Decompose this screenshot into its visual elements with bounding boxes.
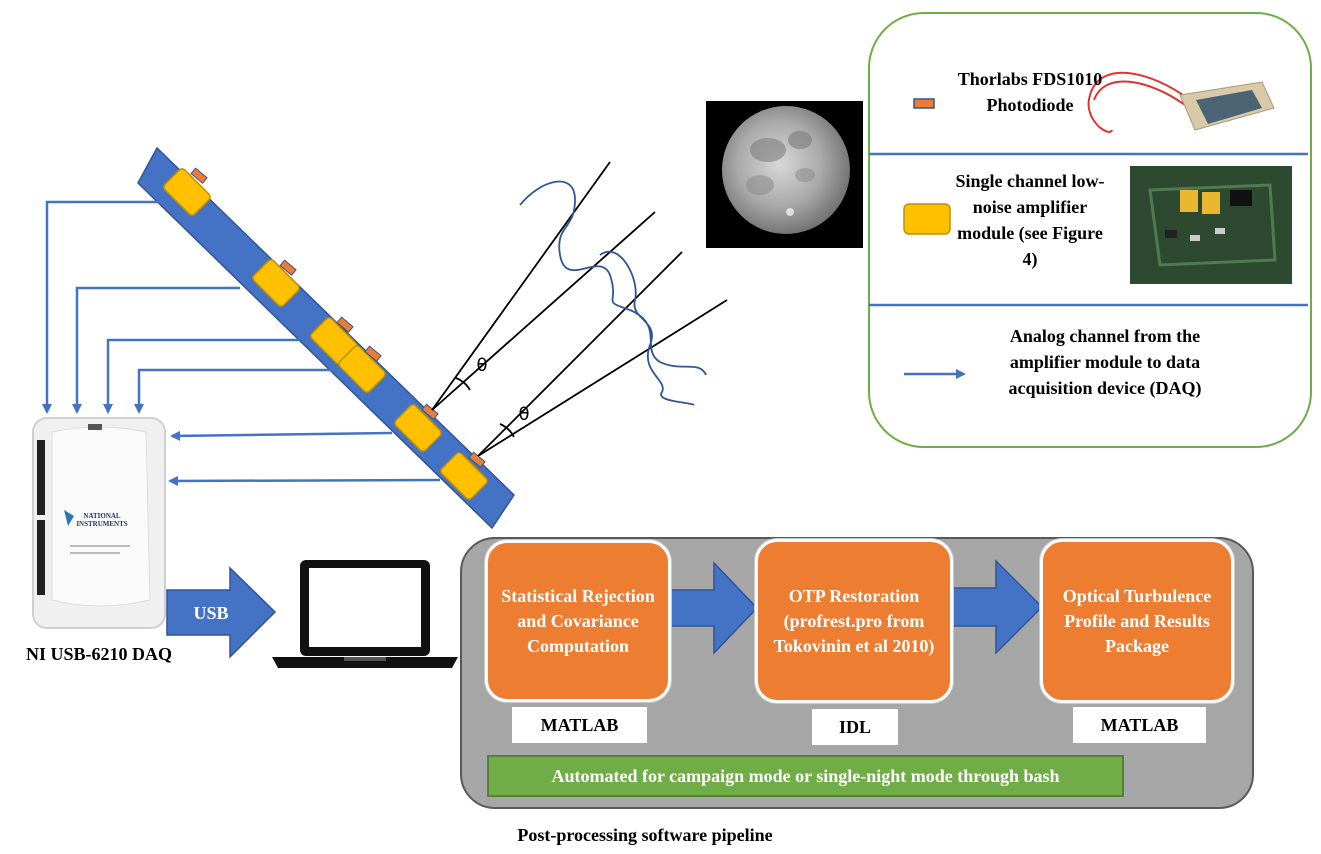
channel-line (72, 286, 240, 414)
theta-arc (499, 423, 515, 438)
amplifier-module (252, 259, 300, 307)
photodiode (364, 345, 382, 362)
amplifier-board-photo (1130, 166, 1292, 284)
tool-label-matlab-1: MATLAB (512, 707, 647, 743)
usb-arrow (166, 566, 277, 659)
amplifier-module (440, 452, 488, 500)
daq-device (32, 417, 166, 629)
channel-line (168, 475, 441, 486)
photodiode (190, 167, 208, 184)
ray (431, 211, 656, 411)
photodiodes (190, 167, 486, 468)
pipeline-arrow (667, 561, 759, 655)
turbulence-curve (519, 180, 707, 406)
photodiode (279, 259, 297, 276)
legend-photodiode-swatch (913, 98, 935, 109)
channel-line (103, 338, 300, 414)
analog-channels (42, 200, 441, 486)
amplifier-modules (163, 168, 488, 500)
legend-amplifier-swatch (903, 203, 951, 235)
legend-channel-label: Analog channel from the amplifier module… (1008, 326, 1202, 398)
daq-brand-text: NATIONAL INSTRUMENTS (76, 512, 128, 528)
ni-logo-icon (64, 510, 74, 526)
automation-banner: Automated for campaign mode or single-ni… (487, 755, 1124, 797)
ray (477, 299, 728, 457)
theta-arc (455, 377, 471, 391)
usb-label: USB (193, 603, 229, 623)
ray (477, 251, 683, 457)
photodiode-photo (1087, 71, 1275, 133)
amplifier-module (163, 168, 211, 216)
ray (431, 161, 611, 411)
amplifier-module (394, 404, 442, 452)
photodiode (336, 316, 354, 333)
pipeline-step-results: Optical Turbulence Profile and Results P… (1040, 539, 1234, 703)
legend-photodiode-label: Thorlabs FDS1010 Photodiode (957, 69, 1103, 115)
light-rays (431, 161, 728, 457)
amplifier-module (338, 345, 386, 393)
channel-line (42, 200, 160, 414)
tool-label-matlab-2: MATLAB (1073, 707, 1206, 743)
theta-label: θ (518, 404, 530, 425)
moon-image (706, 101, 863, 248)
photodiode (468, 451, 486, 468)
daq-label: NI USB-6210 DAQ (25, 644, 172, 664)
theta-label: θ (476, 355, 488, 376)
channel-line (134, 368, 340, 414)
pipeline-caption: Post-processing software pipeline (517, 825, 773, 845)
legend-amplifier-label: Single channel low-noise amplifier modul… (955, 171, 1105, 269)
tool-label-idl: IDL (812, 709, 898, 745)
pipeline-step-statistics: Statistical Rejection and Covariance Com… (485, 540, 671, 702)
channel-line (170, 430, 393, 441)
laptop-icon (272, 560, 458, 668)
pipeline-step-otp-restoration: OTP Restoration (profrest.pro from Tokov… (755, 539, 953, 703)
pipeline-arrow (949, 559, 1044, 655)
